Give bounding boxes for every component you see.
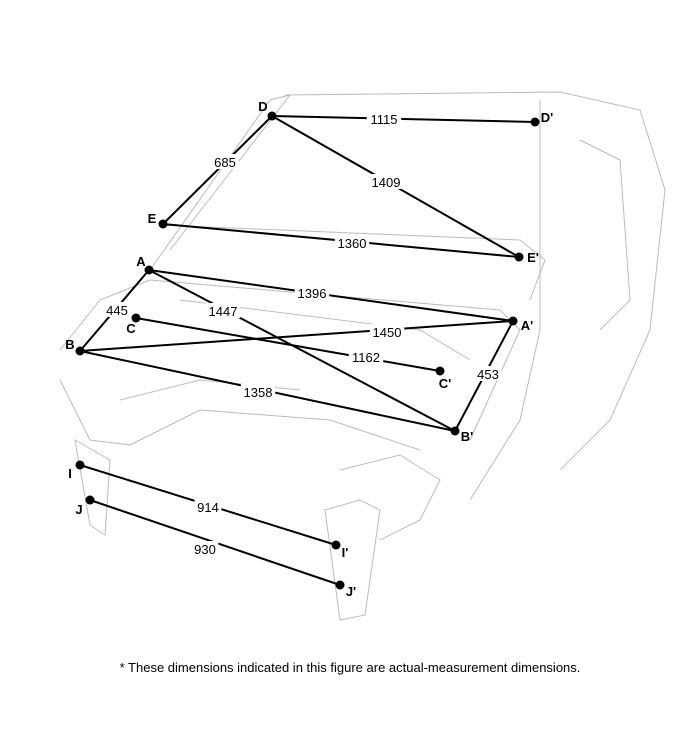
measurement-line-D-E <box>162 115 273 225</box>
dimension-label-bg <box>240 384 276 399</box>
measurement-point-I <box>75 460 85 470</box>
dimension-value: 930 <box>194 542 216 557</box>
measurement-point-I2 <box>331 540 341 550</box>
dimension-value: 1450 <box>373 325 402 340</box>
measurement-point-C2 <box>435 366 445 376</box>
dimension-label-bg <box>366 111 402 126</box>
point-label: J <box>75 502 82 517</box>
measurement-point-B2 <box>450 426 460 436</box>
point-label: E' <box>527 250 539 265</box>
measurement-point-E2 <box>514 252 524 262</box>
dimension-value: 1396 <box>298 286 327 301</box>
point-label: A' <box>521 318 533 333</box>
point-label: I <box>68 466 72 481</box>
point-label: J' <box>346 584 356 599</box>
measurement-point-C <box>131 313 141 323</box>
measurement-line-D-D2 <box>271 115 536 123</box>
measurement-point-J <box>85 495 95 505</box>
measurement-point-D <box>267 111 277 121</box>
dimension-value: 1115 <box>371 112 398 127</box>
dimension-label-bg <box>369 324 405 339</box>
point-label: D <box>258 99 267 114</box>
dimension-label-bg <box>294 285 330 300</box>
measurement-point-A2 <box>508 316 518 326</box>
measurement-line-A-B2 <box>148 269 456 432</box>
dimension-value: 453 <box>477 367 499 382</box>
dimension-value: 914 <box>197 500 219 515</box>
point-label: B' <box>461 429 473 444</box>
dimension-value: 1409 <box>372 175 401 190</box>
measurement-points: D D' E E' A A' B B' C C' I I' J J' <box>65 99 553 599</box>
dimension-label-bg <box>205 303 241 318</box>
point-label: B <box>65 337 74 352</box>
point-label: A <box>136 254 146 269</box>
measurement-line-C-C2 <box>135 317 441 372</box>
point-label: C <box>126 321 136 336</box>
point-label: D' <box>541 110 553 125</box>
measurement-point-B <box>75 346 85 356</box>
measurement-point-J2 <box>335 580 345 590</box>
measurement-point-E <box>158 219 168 229</box>
point-label: E <box>148 211 157 226</box>
dimension-label-bg <box>191 541 219 556</box>
dimension-label-bg <box>334 235 370 250</box>
measurement-line-A-A2 <box>148 269 514 322</box>
measurement-point-D2 <box>530 117 540 127</box>
dimension-value: 1162 <box>352 350 380 365</box>
measurement-lines: 1115 685 1409 1360 1396 445 1447 1450 1162 453 135… <box>79 111 536 586</box>
measurement-line-B-A2 <box>79 320 514 352</box>
dimension-value: 1447 <box>209 304 238 319</box>
dimension-label-bg <box>194 499 222 514</box>
dimension-value: 685 <box>214 155 236 170</box>
dimension-value: 1360 <box>338 236 367 251</box>
dimension-label-bg <box>211 154 239 169</box>
point-label: C' <box>439 376 451 391</box>
footnote: * These dimensions indicated in this fig… <box>119 660 581 675</box>
dimension-label-bg <box>103 302 131 317</box>
dimension-label-bg <box>348 349 384 364</box>
dimension-value: 445 <box>106 303 128 318</box>
point-label: I' <box>342 545 349 560</box>
dimension-value: 1358 <box>244 385 273 400</box>
measurement-point-A <box>144 265 154 275</box>
dimension-label-bg <box>474 366 502 381</box>
dimension-label-bg <box>368 174 404 189</box>
